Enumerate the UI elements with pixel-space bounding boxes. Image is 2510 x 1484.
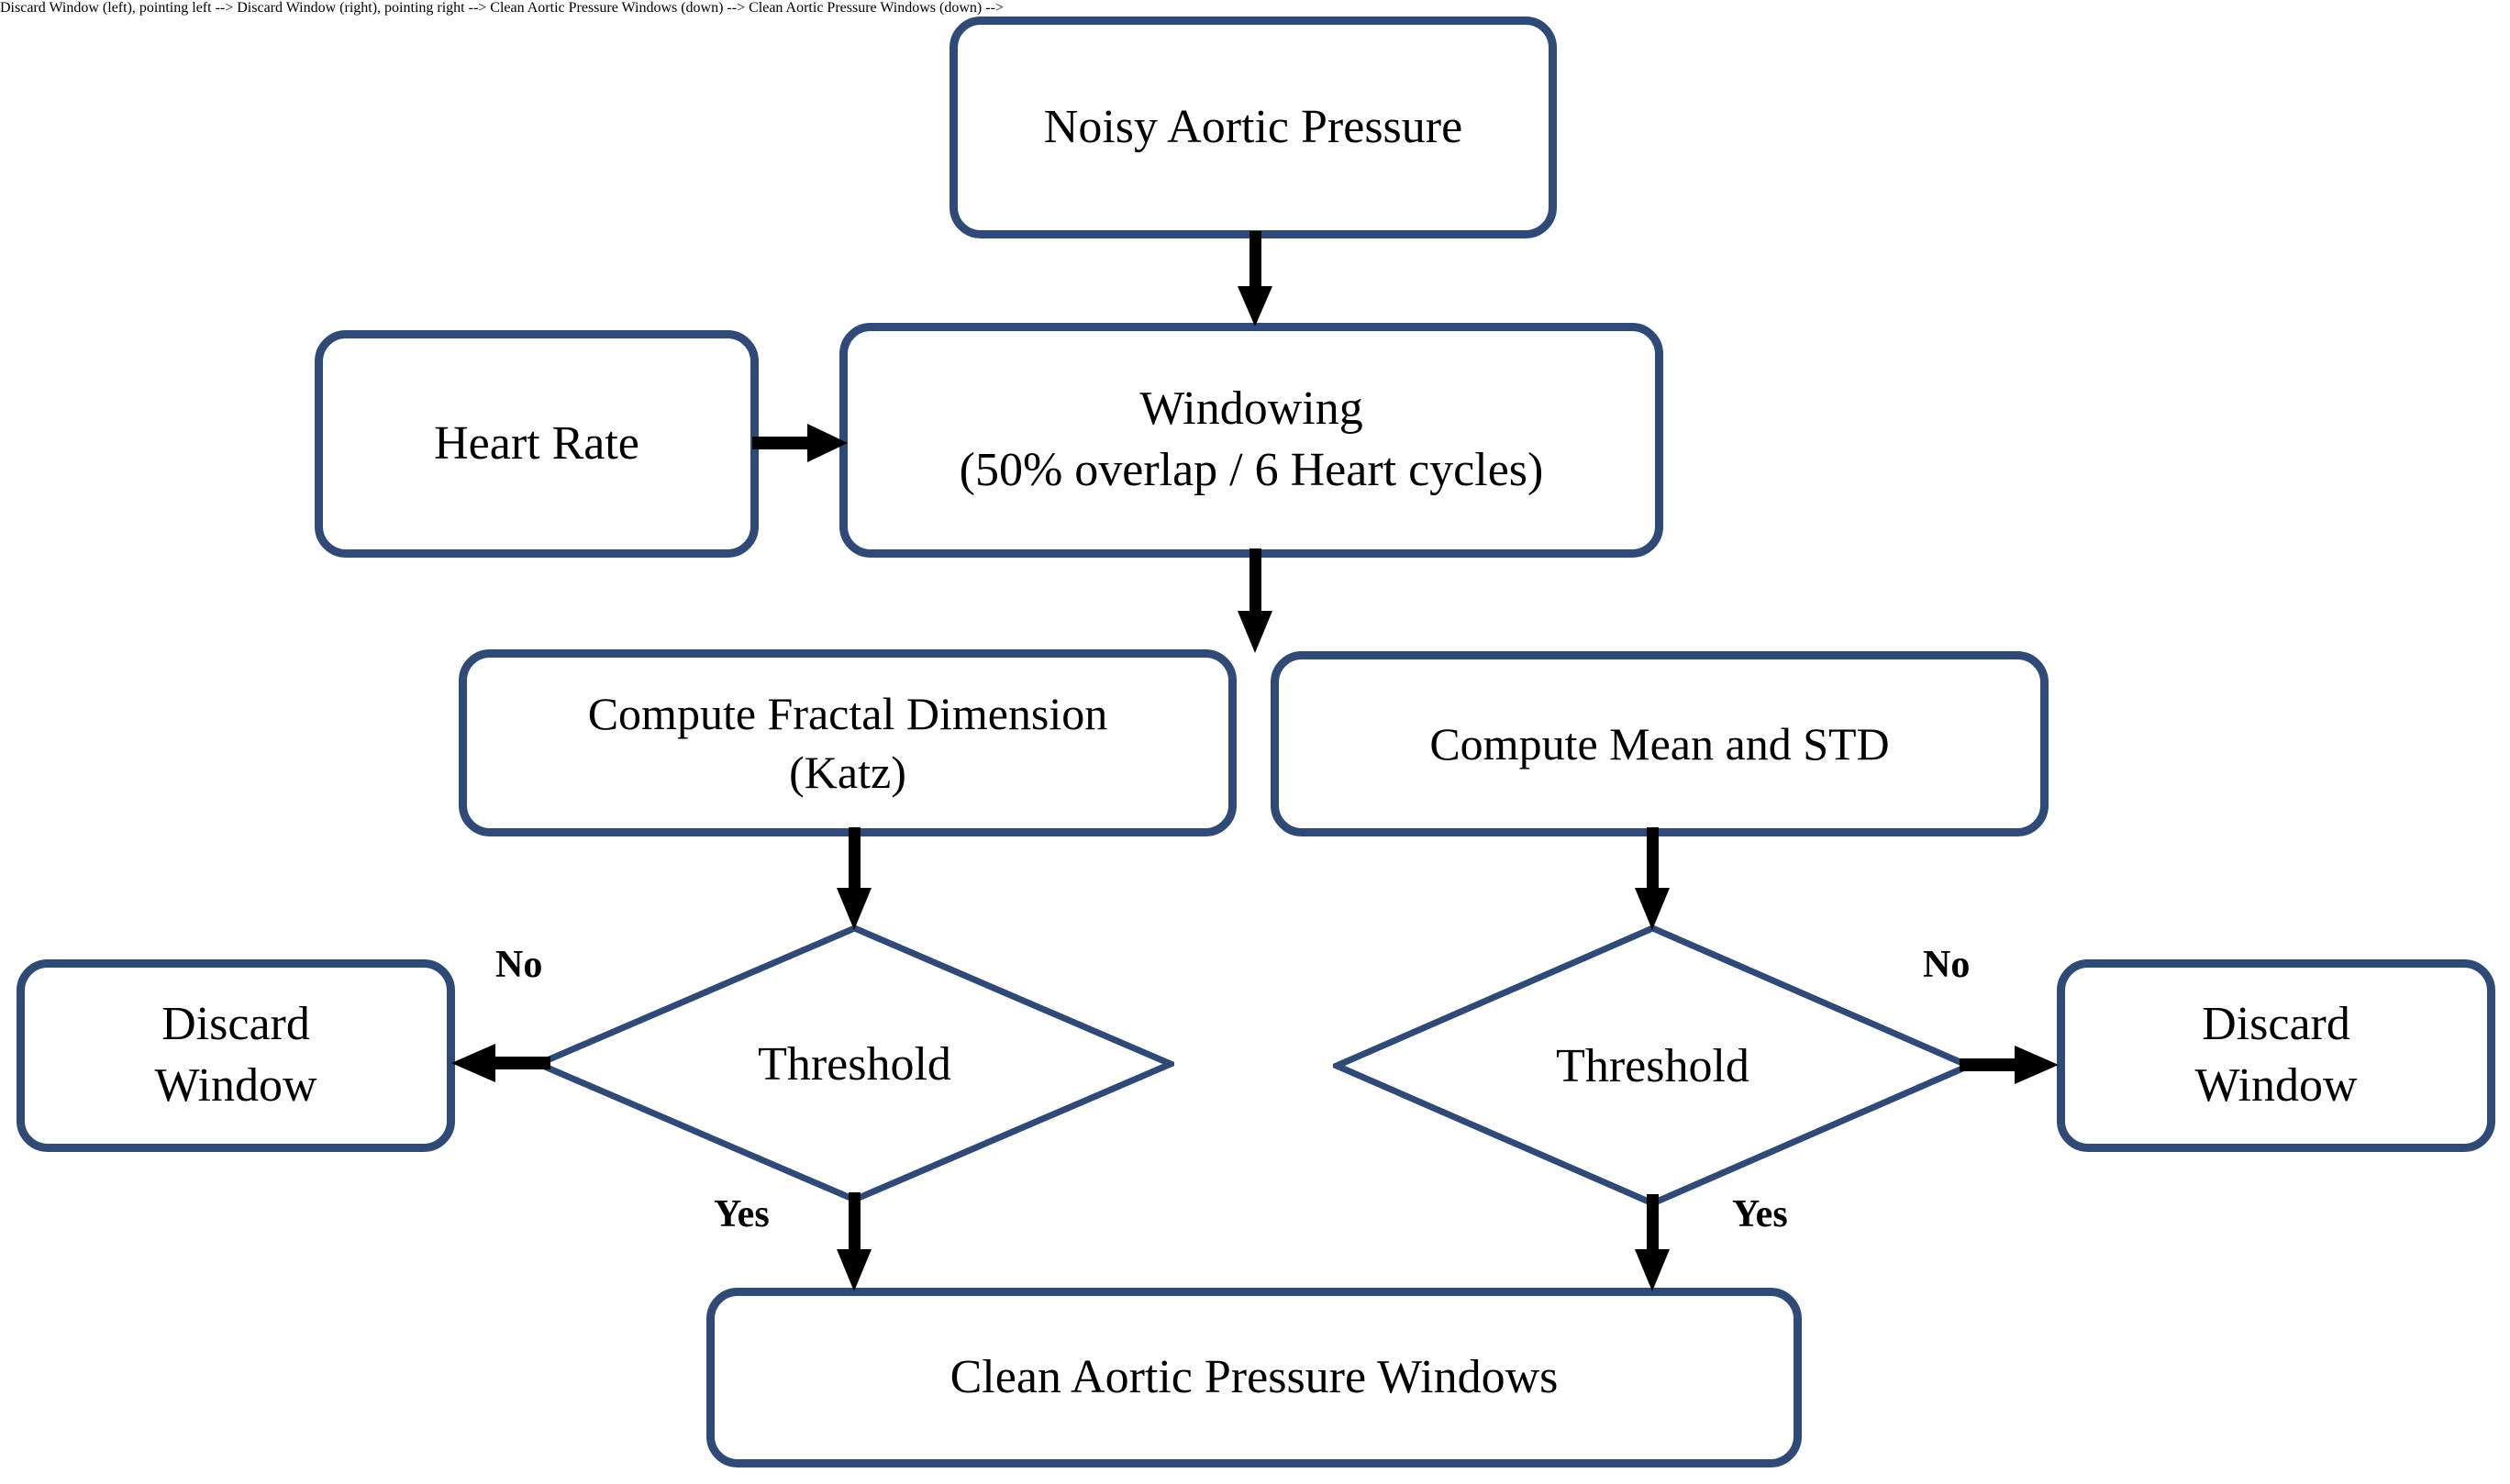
arrow-threshold-left-no-to-discard (444, 1035, 550, 1091)
node-compute-mean-and-std-label: Compute Mean and STD (1429, 718, 1890, 770)
arrow-meanstd-to-threshold-right (1625, 827, 1680, 936)
node-clean-aortic-pressure-windows-label: Clean Aortic Pressure Windows (950, 1350, 1559, 1403)
node-discard-window-left-label: Discard Window (154, 998, 317, 1112)
node-windowing-label: Windowing (50% overlap / 6 Heart cycles) (959, 382, 1544, 496)
node-heart-rate: Heart Rate (315, 330, 759, 558)
node-discard-window-right: Discard Window (2057, 959, 2495, 1152)
arrow-windowing-to-features (1227, 548, 1283, 659)
node-windowing: Windowing (50% overlap / 6 Heart cycles) (839, 323, 1663, 558)
node-compute-mean-and-std: Compute Mean and STD (1271, 651, 2049, 836)
arrow-threshold-left-yes-to-clean (827, 1192, 882, 1295)
edge-label-yes-left: Yes (714, 1193, 770, 1235)
node-discard-window-right-label: Discard Window (2194, 998, 2358, 1112)
decision-threshold-right: Threshold (1333, 925, 1972, 1207)
arrow-fractal-to-threshold-left (827, 827, 882, 936)
node-discard-window-left: Discard Window (17, 959, 455, 1152)
node-compute-fractal-dimension: Compute Fractal Dimension (Katz) (459, 649, 1237, 836)
node-heart-rate-label: Heart Rate (434, 416, 639, 470)
node-noisy-aortic-pressure-label: Noisy Aortic Pressure (1043, 100, 1463, 153)
arrow-heart-rate-to-windowing (752, 415, 853, 471)
arrow-threshold-right-no-to-discard (1960, 1036, 2066, 1093)
arrow-threshold-right-yes-to-clean (1625, 1194, 1680, 1295)
edge-label-no-left: No (495, 944, 543, 986)
edge-label-no-right: No (1923, 944, 1971, 986)
node-clean-aortic-pressure-windows: Clean Aortic Pressure Windows (706, 1288, 1802, 1467)
edge-label-yes-right: Yes (1732, 1193, 1788, 1235)
decision-threshold-left: Threshold (535, 925, 1174, 1203)
node-compute-fractal-dimension-label: Compute Fractal Dimension (Katz) (587, 688, 1108, 798)
arrow-noisy-to-windowing (1227, 231, 1283, 332)
node-noisy-aortic-pressure: Noisy Aortic Pressure (950, 17, 1557, 238)
